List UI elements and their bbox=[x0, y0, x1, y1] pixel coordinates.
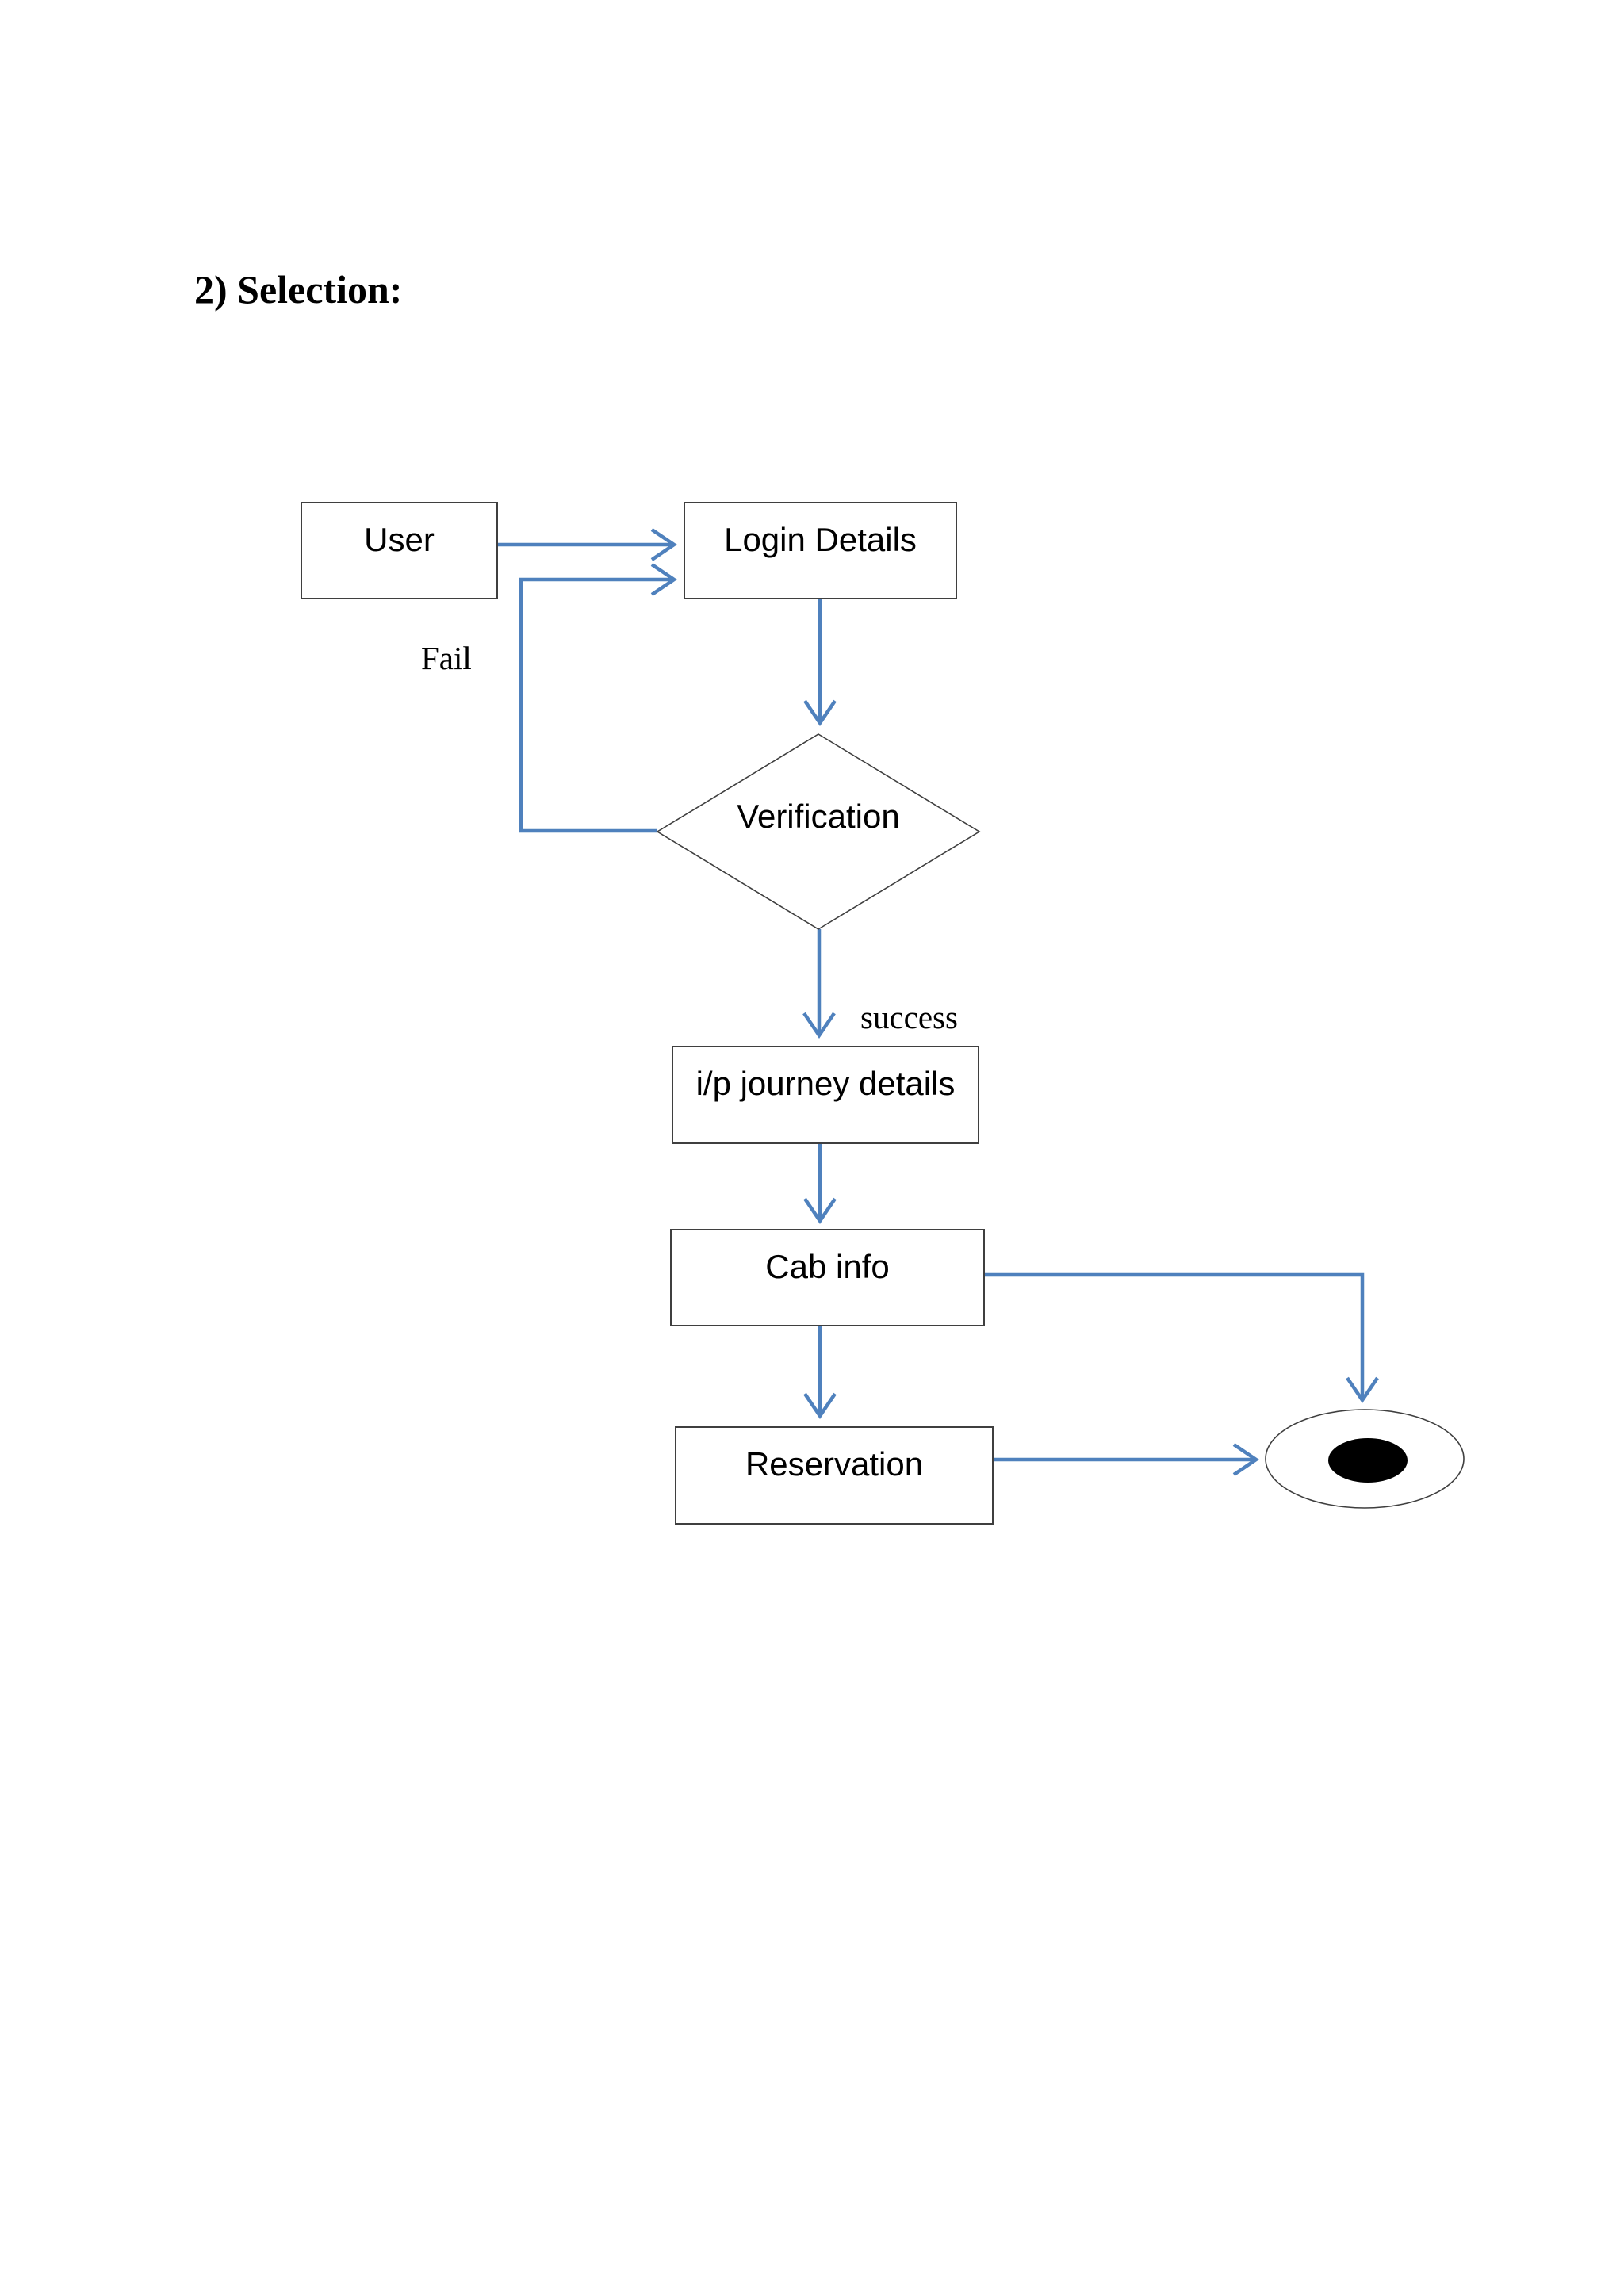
flow-node-user: User bbox=[301, 502, 498, 599]
flow-node-cab-info-label: Cab info bbox=[765, 1248, 890, 1285]
flow-node-journey-details-label: i/p journey details bbox=[695, 1065, 956, 1102]
flow-node-reservation-label: Reservation bbox=[745, 1445, 924, 1483]
edge-verification-to-login-fail bbox=[519, 563, 678, 833]
edge-label-success: success bbox=[860, 999, 958, 1035]
flow-node-verification-label: Verification bbox=[737, 798, 900, 835]
flow-node-cab-info: Cab info bbox=[670, 1229, 985, 1326]
edge-cab-to-end bbox=[985, 1272, 1379, 1404]
flow-node-journey-details: i/p journey details bbox=[672, 1046, 979, 1144]
decision-diamond-verification bbox=[656, 733, 981, 930]
section-title: 2) Selection: bbox=[194, 267, 403, 312]
flow-node-user-label: User bbox=[364, 521, 435, 558]
flow-node-reservation: Reservation bbox=[675, 1426, 994, 1525]
flow-node-login-details: Login Details bbox=[684, 502, 957, 599]
end-node-inner-dot bbox=[1328, 1438, 1408, 1483]
edge-label-fail: Fail bbox=[421, 640, 472, 676]
flow-node-login-details-label: Login Details bbox=[724, 521, 917, 558]
